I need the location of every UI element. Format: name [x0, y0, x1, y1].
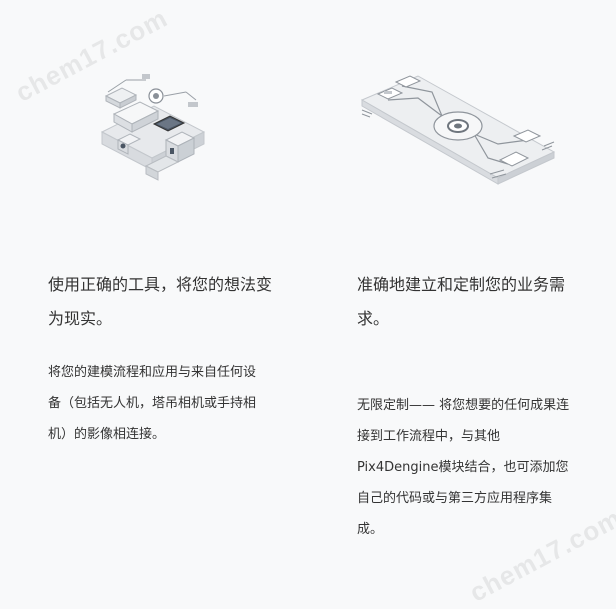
isometric-engine-gear-icon — [360, 75, 556, 185]
feature-left-description: 将您的建模流程和应用与来自任何设备（包括无人机，塔吊相机或手持相机）的影像相连接… — [48, 365, 257, 442]
isometric-workflow-tools-icon — [100, 74, 206, 181]
feature-right-description: 无限定制—— 将您想要的任何成果连接到工作流程中，与其他Pix4Dengine模… — [357, 398, 570, 537]
feature-right-heading: 准确地建立和定制您的业务需求。 — [357, 275, 566, 328]
feature-left-heading: 使用正确的工具，将您的想法变为现实。 — [48, 275, 273, 328]
feature-right-illustration — [358, 70, 558, 188]
feature-left-illustration — [96, 66, 208, 184]
